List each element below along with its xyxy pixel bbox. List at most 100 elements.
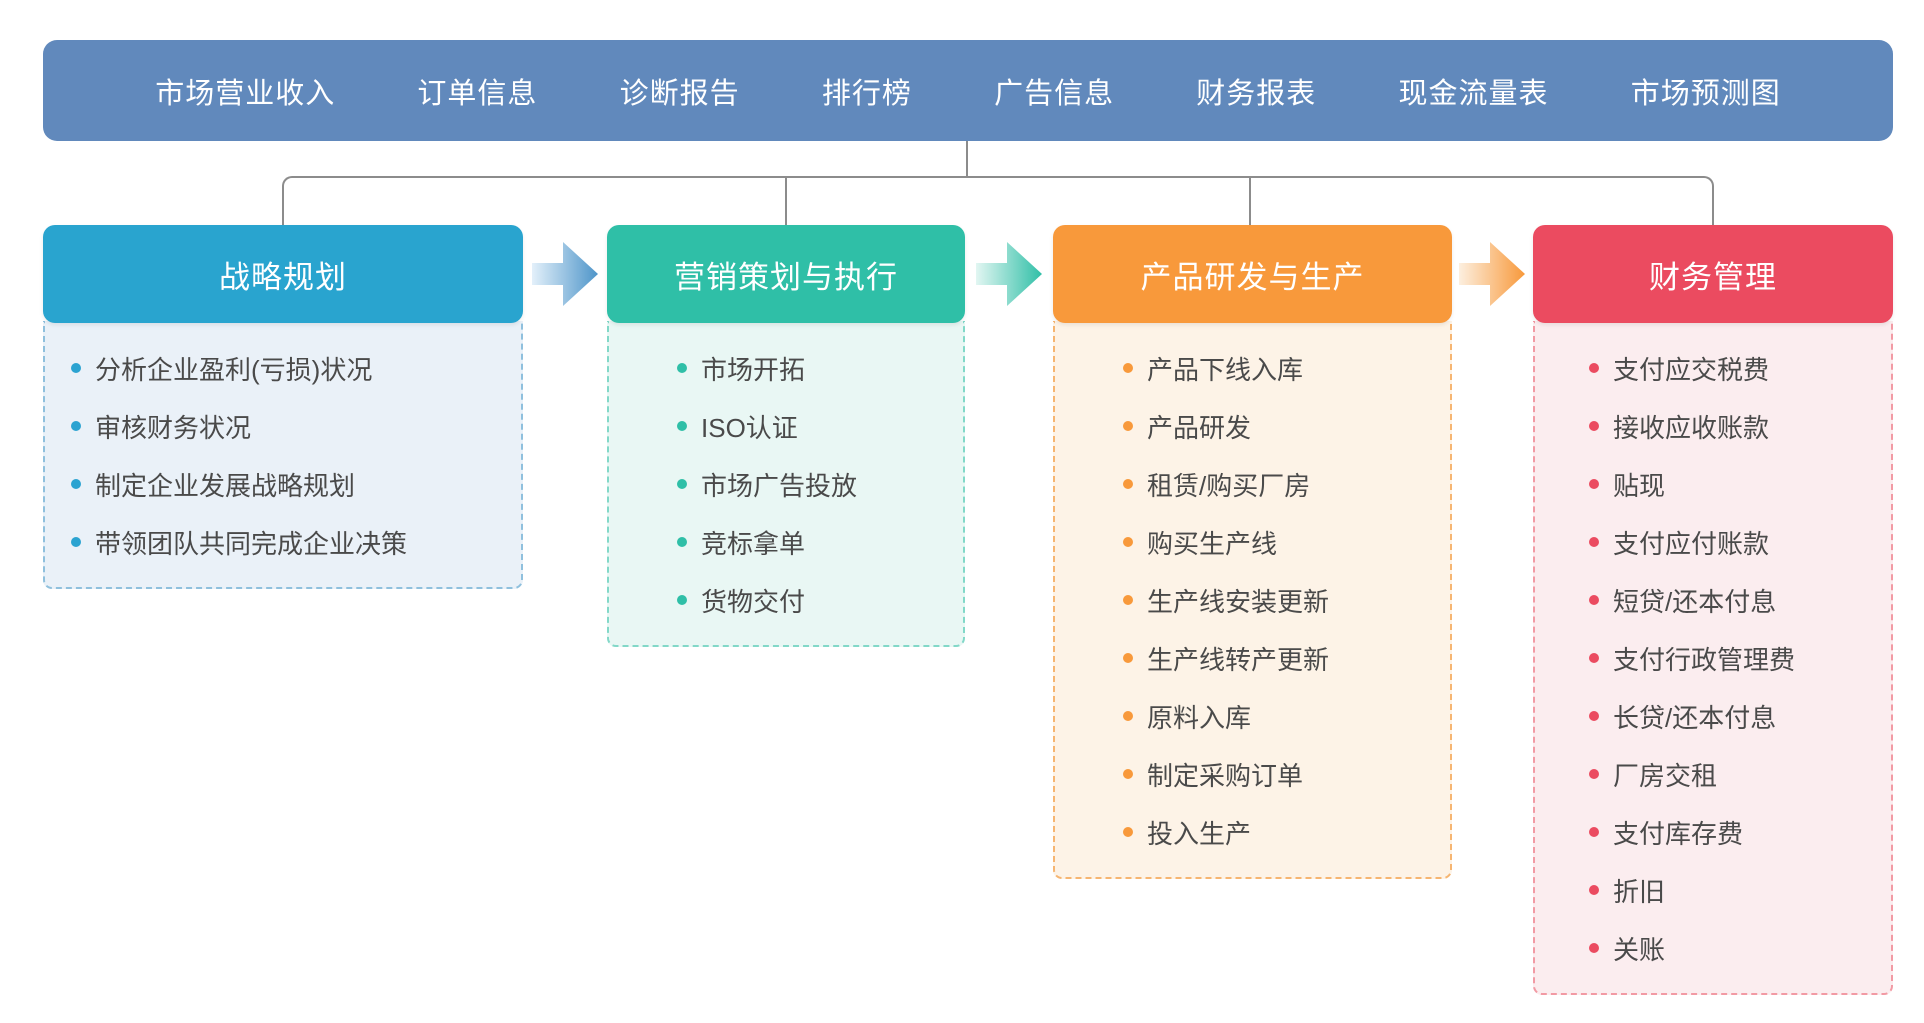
connector-drop-production bbox=[1249, 178, 1251, 225]
top-tab-8[interactable]: 市场预测图 bbox=[1630, 77, 1781, 110]
list-item-label: 制定企业发展战略规划 bbox=[95, 470, 356, 501]
bullet-dot-icon bbox=[1589, 827, 1599, 837]
list-item: 长贷/还本付息 bbox=[1589, 687, 1891, 745]
list-item: 产品下线入库 bbox=[1123, 339, 1450, 397]
list-item: 购买生产线 bbox=[1123, 513, 1450, 571]
bullet-dot-icon bbox=[1589, 363, 1599, 373]
bullet-dot-icon bbox=[1589, 711, 1599, 721]
list-item-label: 生产线安装更新 bbox=[1147, 586, 1330, 617]
bullet-dot-icon bbox=[1589, 653, 1599, 663]
bullet-dot-icon bbox=[1589, 595, 1599, 605]
bullet-dot-icon bbox=[1123, 595, 1133, 605]
list-item: 竞标拿单 bbox=[677, 513, 963, 571]
bullet-dot-icon bbox=[1123, 827, 1133, 837]
list-item-label: 贴现 bbox=[1613, 470, 1666, 501]
column-header-finance: 财务管理 bbox=[1533, 225, 1893, 323]
list-item: 支付行政管理费 bbox=[1589, 629, 1891, 687]
bullet-dot-icon bbox=[677, 479, 687, 489]
list-item: 市场开拓 bbox=[677, 339, 963, 397]
bullet-dot-icon bbox=[1123, 363, 1133, 373]
top-tab-3[interactable]: 诊断报告 bbox=[619, 77, 740, 110]
list-item-label: 支付库存费 bbox=[1613, 818, 1744, 849]
list-item: 制定企业发展战略规划 bbox=[71, 455, 521, 513]
list-item: 审核财务状况 bbox=[71, 397, 521, 455]
list-item: 支付应交税费 bbox=[1589, 339, 1891, 397]
list-item: 支付库存费 bbox=[1589, 803, 1891, 861]
list-item-label: 长贷/还本付息 bbox=[1613, 702, 1777, 733]
column-body-production: 产品下线入库产品研发租赁/购买厂房购买生产线生产线安装更新生产线转产更新原料入库… bbox=[1053, 321, 1452, 879]
column-body-finance: 支付应交税费接收应收账款贴现支付应付账款短贷/还本付息支付行政管理费长贷/还本付… bbox=[1533, 321, 1893, 995]
list-item: 生产线安装更新 bbox=[1123, 571, 1450, 629]
list-item-label: 原料入库 bbox=[1147, 702, 1252, 733]
top-tab-6[interactable]: 财务报表 bbox=[1196, 77, 1317, 110]
list-item-label: 短贷/还本付息 bbox=[1613, 586, 1777, 617]
list-item-label: ISO认证 bbox=[701, 412, 798, 443]
column-marketing: 营销策划与执行市场开拓 ISO认证市场广告投放竞标拿单货物交付 bbox=[607, 225, 965, 647]
connector-drop-marketing bbox=[785, 178, 787, 225]
list-item-label: 市场开拓 bbox=[701, 354, 806, 385]
list-item: 折旧 bbox=[1589, 861, 1891, 919]
list-item: 原料入库 bbox=[1123, 687, 1450, 745]
bullet-dot-icon bbox=[677, 421, 687, 431]
column-header-marketing: 营销策划与执行 bbox=[607, 225, 965, 323]
bullet-dot-icon bbox=[677, 595, 687, 605]
flow-arrow-icon bbox=[1459, 240, 1525, 308]
list-item: 投入生产 bbox=[1123, 803, 1450, 861]
list-item-label: 生产线转产更新 bbox=[1147, 644, 1330, 675]
top-tab-2[interactable]: 订单信息 bbox=[417, 77, 538, 110]
column-body-strategy: 分析企业盈利(亏损)状况审核财务状况制定企业发展战略规划带领团队共同完成企业决策 bbox=[43, 321, 523, 589]
bullet-dot-icon bbox=[71, 363, 81, 373]
flow-arrow-icon bbox=[532, 240, 598, 308]
list-item: 市场广告投放 bbox=[677, 455, 963, 513]
connector-bracket-line bbox=[282, 176, 1714, 225]
bullet-dot-icon bbox=[1123, 711, 1133, 721]
list-item: 生产线转产更新 bbox=[1123, 629, 1450, 687]
list-item-label: 投入生产 bbox=[1147, 818, 1252, 849]
list-item: 制定采购订单 bbox=[1123, 745, 1450, 803]
list-item: 短贷/还本付息 bbox=[1589, 571, 1891, 629]
list-item-label: 审核财务状况 bbox=[95, 412, 252, 443]
list-item: 贴现 bbox=[1589, 455, 1891, 513]
list-item: 分析企业盈利(亏损)状况 bbox=[71, 339, 521, 397]
top-tab-1[interactable]: 市场营业收入 bbox=[155, 77, 336, 110]
list-item-label: 支付应付账款 bbox=[1613, 528, 1770, 559]
list-item-label: 市场广告投放 bbox=[701, 470, 858, 501]
list-item-label: 关账 bbox=[1613, 934, 1666, 965]
top-tab-7[interactable]: 现金流量表 bbox=[1398, 77, 1549, 110]
list-item: 支付应付账款 bbox=[1589, 513, 1891, 571]
list-item-label: 支付应交税费 bbox=[1613, 354, 1770, 385]
column-header-production: 产品研发与生产 bbox=[1053, 225, 1452, 323]
column-production: 产品研发与生产产品下线入库产品研发租赁/购买厂房购买生产线生产线安装更新生产线转… bbox=[1053, 225, 1452, 879]
list-item: ISO认证 bbox=[677, 397, 963, 455]
column-finance: 财务管理支付应交税费接收应收账款贴现支付应付账款短贷/还本付息支付行政管理费长贷… bbox=[1533, 225, 1893, 995]
top-tab-5[interactable]: 广告信息 bbox=[994, 77, 1115, 110]
list-item: 货物交付 bbox=[677, 571, 963, 629]
list-item: 产品研发 bbox=[1123, 397, 1450, 455]
bullet-dot-icon bbox=[1123, 421, 1133, 431]
list-item-label: 支付行政管理费 bbox=[1613, 644, 1796, 675]
list-item-label: 接收应收账款 bbox=[1613, 412, 1770, 443]
column-strategy: 战略规划分析企业盈利(亏损)状况审核财务状况制定企业发展战略规划带领团队共同完成… bbox=[43, 225, 523, 589]
list-item: 接收应收账款 bbox=[1589, 397, 1891, 455]
bullet-dot-icon bbox=[1589, 421, 1599, 431]
list-item: 租赁/购买厂房 bbox=[1123, 455, 1450, 513]
bullet-dot-icon bbox=[1123, 653, 1133, 663]
list-item-label: 厂房交租 bbox=[1613, 760, 1718, 791]
bullet-dot-icon bbox=[1589, 537, 1599, 547]
list-item-label: 制定采购订单 bbox=[1147, 760, 1304, 791]
bullet-dot-icon bbox=[1589, 885, 1599, 895]
column-body-marketing: 市场开拓 ISO认证市场广告投放竞标拿单货物交付 bbox=[607, 321, 965, 647]
bullet-dot-icon bbox=[71, 421, 81, 431]
top-bar: 市场营业收入 订单信息 诊断报告 排行榜 广告信息 财务报表 现金流量表 市场预测图 bbox=[43, 40, 1893, 141]
bullet-dot-icon bbox=[71, 537, 81, 547]
top-tab-4[interactable]: 排行榜 bbox=[821, 77, 912, 110]
list-item-label: 竞标拿单 bbox=[701, 528, 806, 559]
bullet-dot-icon bbox=[1589, 943, 1599, 953]
list-item: 厂房交租 bbox=[1589, 745, 1891, 803]
bullet-dot-icon bbox=[1123, 769, 1133, 779]
list-item: 关账 bbox=[1589, 919, 1891, 977]
bullet-dot-icon bbox=[1123, 479, 1133, 489]
list-item: 带领团队共同完成企业决策 bbox=[71, 513, 521, 571]
list-item-label: 货物交付 bbox=[701, 586, 806, 617]
